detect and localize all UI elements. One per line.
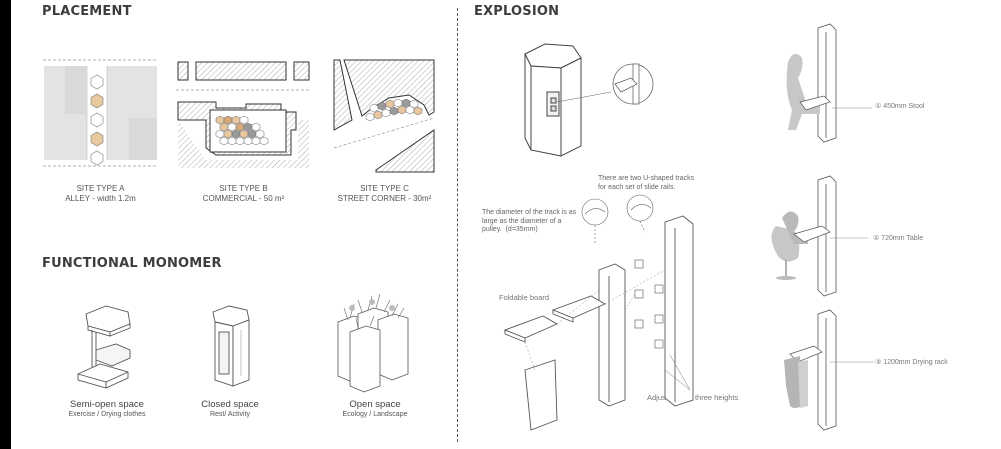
open-title: Open space (349, 399, 401, 410)
site-c-detail: STREET CORNER - 30m² (337, 194, 432, 203)
semi-open-monomer (77, 305, 131, 389)
closed-title: Closed space (201, 399, 259, 410)
site-b-caption: SITE TYPE B COMMERCIAL - 50 m² (176, 184, 311, 204)
drying-rack-label: ③ 1200mm Drying rack (875, 359, 948, 366)
diameter-note: The diameter of the track is as large as… (482, 209, 577, 233)
table-use-illustration (771, 175, 868, 297)
open-monomer-cluster (337, 293, 409, 393)
site-c-caption: SITE TYPE C STREET CORNER - 30m² (327, 184, 442, 204)
tracks-note: There are two U-shaped tracks for each s… (598, 175, 695, 191)
stool-use-illustration (786, 23, 872, 143)
site-c-title: SITE TYPE C (360, 184, 409, 193)
site-b-detail: COMMERCIAL - 50 m² (202, 194, 285, 203)
site-a-detail: ALLEY - width 1.2m (65, 194, 136, 203)
exploded-rail-assembly (503, 194, 694, 431)
site-b-title: SITE TYPE B (219, 184, 268, 193)
kiosk-axonometric (524, 43, 654, 157)
foldable-board-label: Foldable board (499, 293, 550, 302)
semi-open-title: Semi-open space (70, 399, 144, 410)
site-c-plan (333, 59, 435, 173)
site-a-plan (43, 58, 158, 168)
closed-monomer (212, 305, 250, 387)
site-b-plan (176, 61, 311, 168)
semi-open-detail: Exercise / Drying clothes (68, 411, 146, 418)
closed-caption: Closed space Rest/ Activity (170, 400, 290, 420)
closed-detail: Rest/ Activity (209, 411, 251, 418)
semi-open-caption: Semi-open space Exercise / Drying clothe… (47, 400, 167, 420)
left-edge-band (0, 0, 11, 449)
table-label: ② 720mm Table (873, 235, 924, 242)
site-a-title: SITE TYPE A (76, 184, 125, 193)
section-divider (457, 8, 458, 442)
site-a-caption: SITE TYPE A ALLEY - width 1.2m (43, 184, 158, 204)
open-detail: Ecology / Landscape (342, 411, 408, 418)
placement-heading: PLACEMENT (42, 4, 132, 19)
open-caption: Open space Ecology / Landscape (320, 400, 430, 420)
stool-label: ① 450mm Stool (875, 103, 925, 110)
functional-monomer-heading: FUNCTIONAL MONOMER (42, 256, 222, 271)
drying-rack-use-illustration (784, 309, 874, 431)
explosion-heading: EXPLOSION (474, 4, 560, 19)
